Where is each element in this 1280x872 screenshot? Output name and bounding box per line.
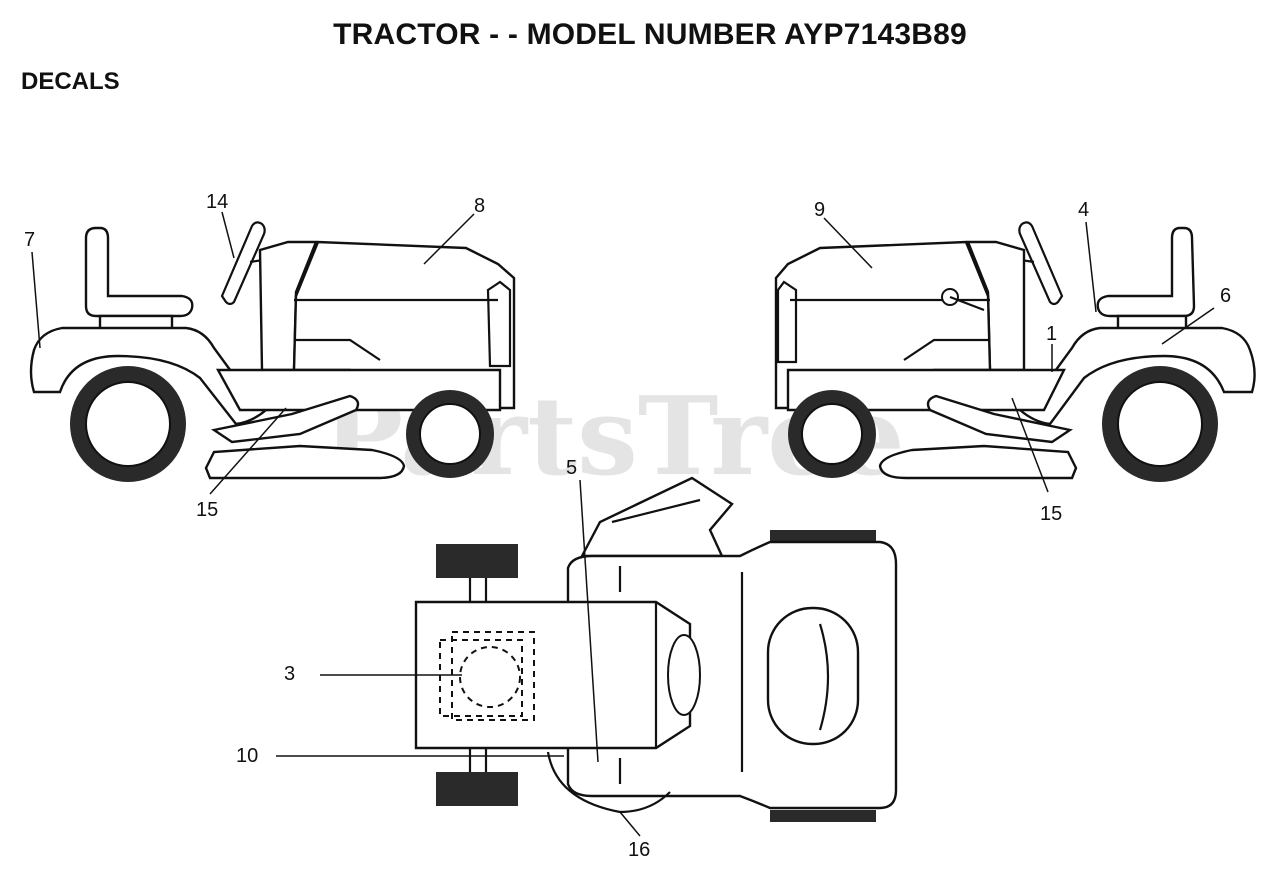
callout-10: 10	[236, 745, 258, 767]
callout-leaders	[31, 211, 1215, 837]
page-title: TRACTOR - - MODEL NUMBER AYP7143B89	[333, 18, 967, 51]
callout-4: 4	[1078, 199, 1089, 221]
callout-1: 1	[1046, 323, 1057, 345]
callout-16: 16	[628, 839, 650, 861]
callout-15-left: 15	[196, 499, 218, 521]
callout-5: 5	[566, 457, 577, 479]
callout-6: 6	[1220, 285, 1231, 307]
callout-15-right: 15	[1040, 503, 1062, 525]
callout-9: 9	[814, 199, 825, 221]
section-heading: DECALS	[21, 68, 120, 95]
callout-14: 14	[206, 191, 228, 213]
callout-3: 3	[284, 663, 295, 685]
tractor-top-view	[414, 476, 898, 822]
callout-numbers: 1 3 4 5 6 7 8 9 10 14 15 15 16	[24, 191, 1231, 861]
callout-7: 7	[24, 229, 35, 251]
callout-8: 8	[474, 195, 485, 217]
tractor-left-side-view	[29, 221, 516, 482]
tractor-right-side-view	[774, 221, 1256, 482]
